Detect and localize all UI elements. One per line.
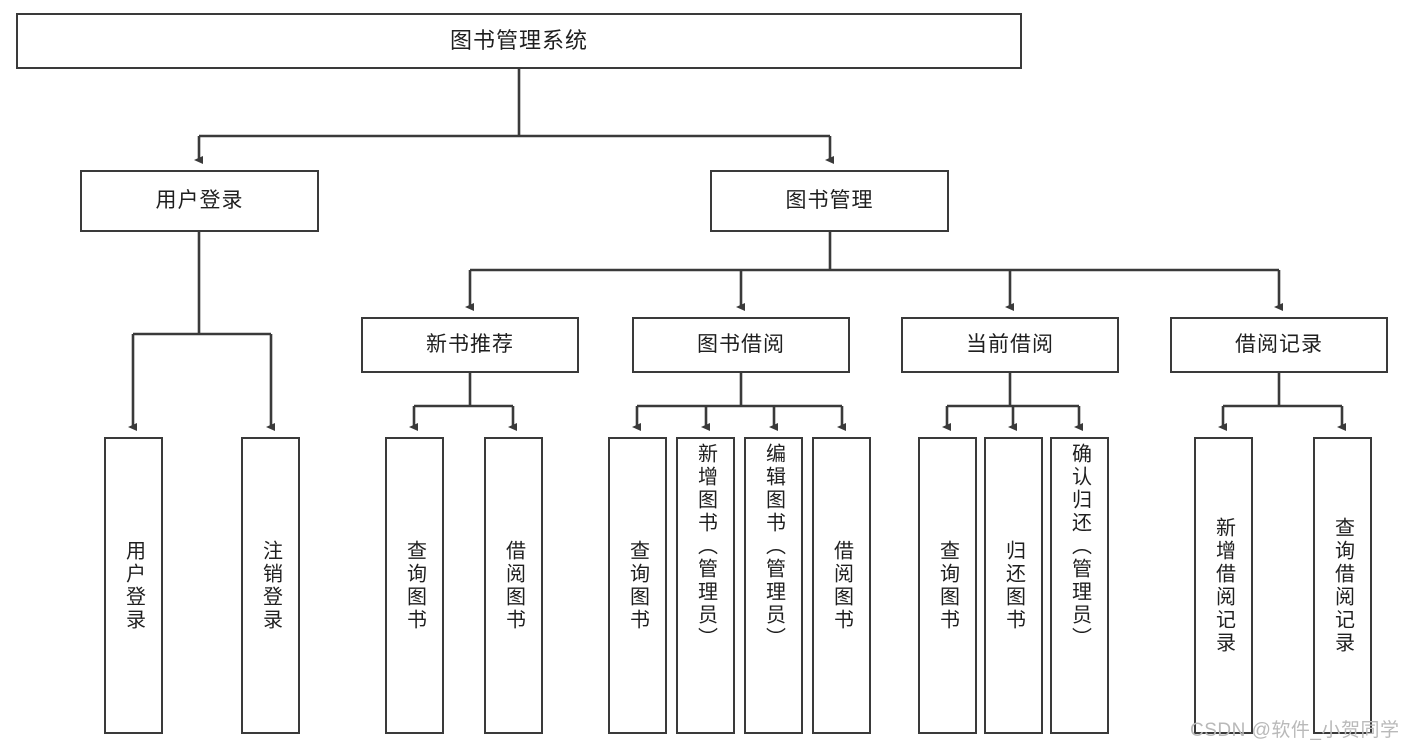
watermark: CSDN @软件_小贺同学	[1190, 720, 1400, 741]
leaf-add-book-admin-label: 新增图书（管理员）	[694, 443, 717, 650]
node-book-management[interactable]: 图书管理	[710, 170, 949, 232]
leaf-query-book-recommend[interactable]: 查询图书	[385, 437, 444, 734]
leaf-query-borrow-record[interactable]: 查询借阅记录	[1313, 437, 1372, 734]
node-borrow-record[interactable]: 借阅记录	[1170, 317, 1388, 373]
leaf-user-login[interactable]: 用户登录	[104, 437, 163, 734]
node-user-login-label: 用户登录	[155, 188, 244, 212]
leaf-edit-book-admin[interactable]: 编辑图书（管理员）	[744, 437, 803, 734]
node-book-borrow[interactable]: 图书借阅	[632, 317, 850, 373]
node-user-login[interactable]: 用户登录	[80, 170, 319, 232]
node-book-management-label: 图书管理	[785, 188, 874, 212]
leaf-logout[interactable]: 注销登录	[241, 437, 300, 734]
leaf-confirm-return-admin-label: 确认归还（管理员）	[1068, 443, 1091, 650]
leaf-return-book[interactable]: 归还图书	[984, 437, 1043, 734]
node-current-borrow[interactable]: 当前借阅	[901, 317, 1119, 373]
node-current-borrow-label: 当前借阅	[966, 332, 1054, 356]
node-new-book-recommend[interactable]: 新书推荐	[361, 317, 579, 373]
leaf-user-login-label: 用户登录	[122, 539, 145, 632]
leaf-add-borrow-record[interactable]: 新增借阅记录	[1194, 437, 1253, 734]
leaf-query-book-borrow-label: 查询图书	[626, 539, 649, 632]
leaf-borrow-book-recommend-label: 借阅图书	[502, 539, 525, 632]
leaf-add-book-admin[interactable]: 新增图书（管理员）	[676, 437, 735, 734]
node-book-borrow-label: 图书借阅	[697, 332, 785, 356]
leaf-borrow-book-recommend[interactable]: 借阅图书	[484, 437, 543, 734]
leaf-return-book-label: 归还图书	[1002, 539, 1025, 632]
node-borrow-record-label: 借阅记录	[1235, 332, 1323, 356]
leaf-borrow-book-label: 借阅图书	[830, 539, 853, 632]
leaf-query-book-borrow[interactable]: 查询图书	[608, 437, 667, 734]
node-root-label: 图书管理系统	[449, 28, 588, 54]
leaf-logout-label: 注销登录	[259, 539, 282, 632]
leaf-query-borrow-record-label: 查询借阅记录	[1331, 516, 1354, 655]
node-root[interactable]: 图书管理系统	[16, 13, 1022, 69]
leaf-confirm-return-admin[interactable]: 确认归还（管理员）	[1050, 437, 1109, 734]
leaf-add-borrow-record-label: 新增借阅记录	[1212, 516, 1235, 655]
leaf-query-book-recommend-label: 查询图书	[403, 539, 426, 632]
leaf-query-book-current-label: 查询图书	[936, 539, 959, 632]
leaf-borrow-book[interactable]: 借阅图书	[812, 437, 871, 734]
node-new-book-recommend-label: 新书推荐	[426, 332, 514, 356]
leaf-edit-book-admin-label: 编辑图书（管理员）	[762, 443, 785, 650]
leaf-query-book-current[interactable]: 查询图书	[918, 437, 977, 734]
